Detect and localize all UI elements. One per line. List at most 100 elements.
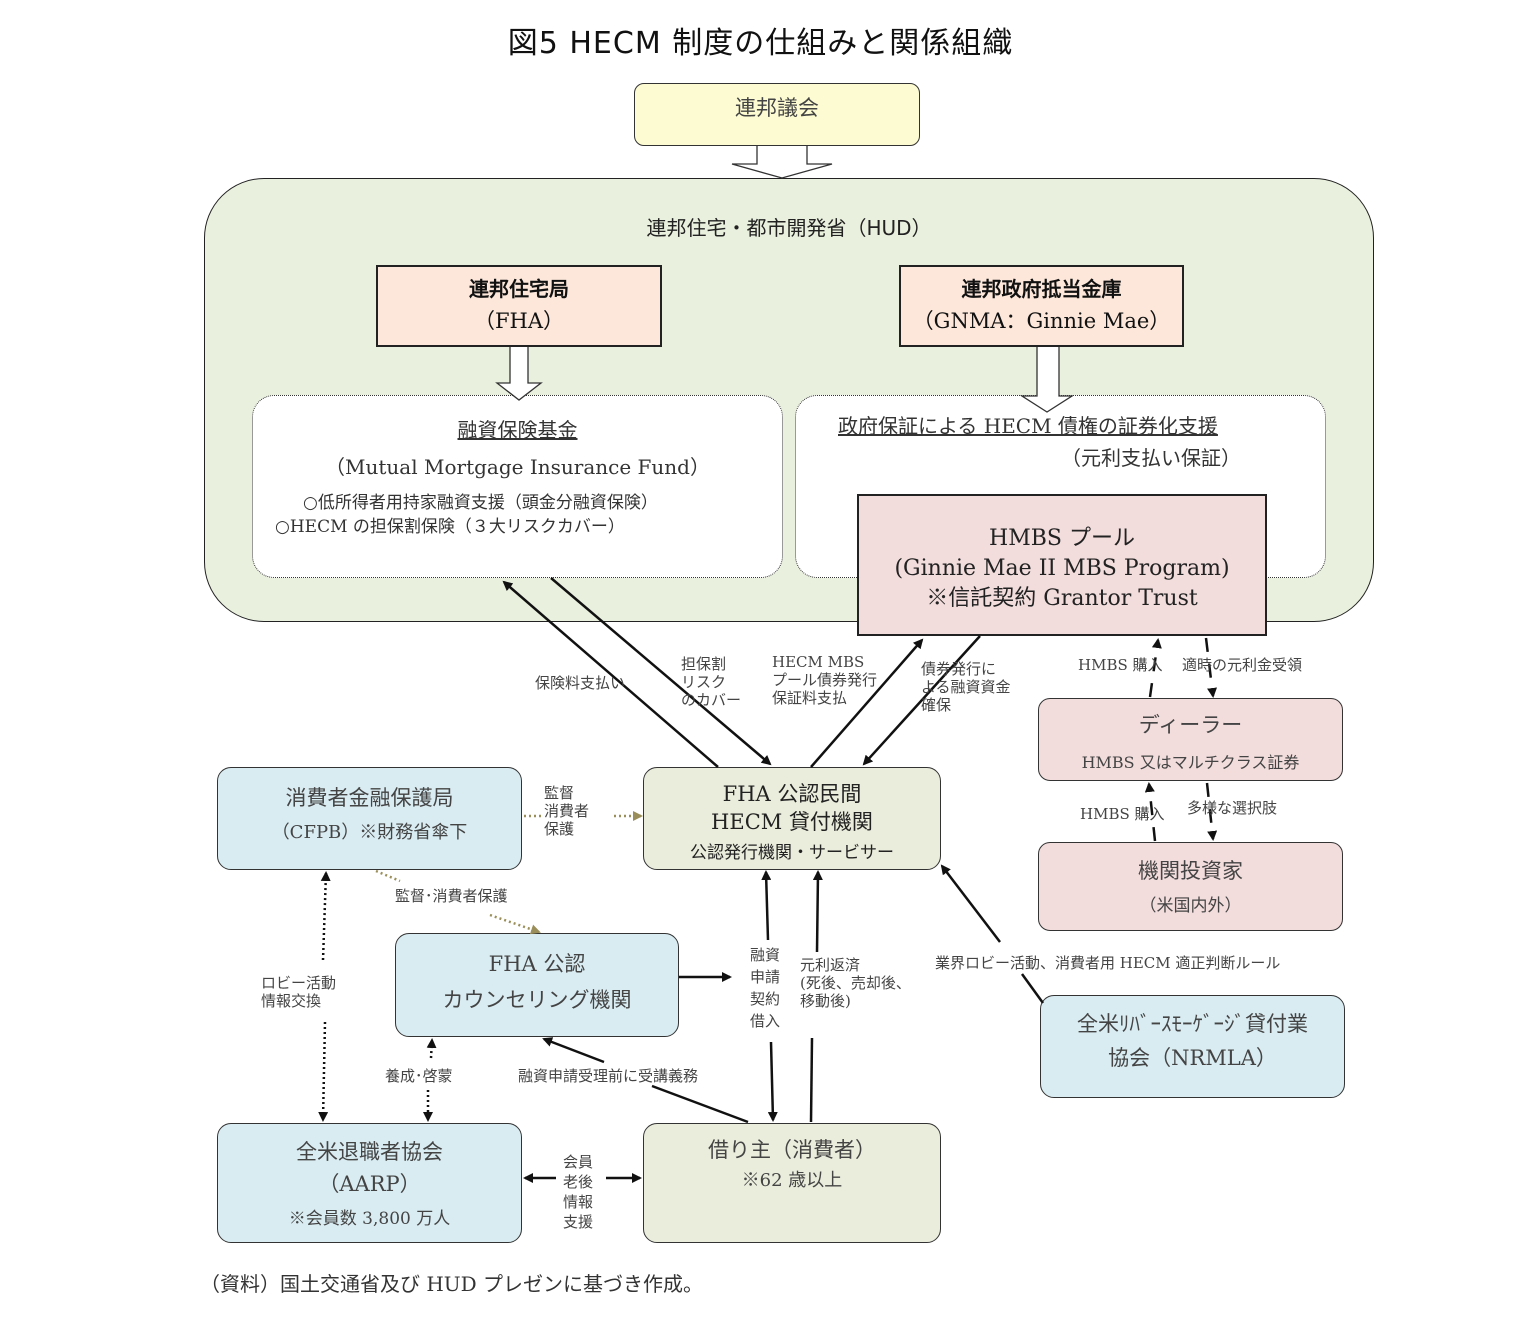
lobby-info-label-line: 情報交換 xyxy=(261,992,322,1010)
member-support-label-line: 情報 xyxy=(563,1193,594,1211)
repay-label-line: (死後、売却後、 xyxy=(800,974,911,992)
lobby-info-label-line: ロビー活動 xyxy=(261,974,337,992)
cfpb-box: 消費者金融保護局 （CFPB）※財務省傘下 xyxy=(217,767,522,870)
mmif-english: （Mutual Mortgage Insurance Fund） xyxy=(325,455,710,479)
dealer-box: ディーラー HMBS 又はマルチクラス証券 xyxy=(1038,698,1343,781)
mmif-item-2: ○HECM の担保割保険（３大リスクカバー） xyxy=(275,517,625,537)
counseling-line2: カウンセリング機関 xyxy=(442,988,632,1012)
funding-label: 債券発行に よる融資資金 確保 xyxy=(921,660,1011,714)
loan-apply-arrow-down xyxy=(767,1041,778,1122)
loan-apply-label-line: 契約 xyxy=(750,990,781,1008)
repay-arrow-upper xyxy=(812,870,823,953)
gnma-abbr: （GNMA：Ginnie Mae） xyxy=(912,309,1171,333)
member-support-label-line: 老後 xyxy=(563,1173,594,1191)
lender-line3: 公認発行機関・サービサー xyxy=(690,843,894,863)
cfpb-line2: （CFPB）※財務省傘下 xyxy=(271,822,468,843)
risk-cover-label-line: 担保割 xyxy=(681,655,727,673)
risk-cover-label-line: リスク xyxy=(681,673,727,691)
dealer-sub: HMBS 又はマルチクラス証券 xyxy=(1081,753,1300,772)
securitization-title: 政府保証による HECM 債権の証券化支援 xyxy=(838,414,1218,438)
cfpb-to-counsel-arrow xyxy=(375,869,401,883)
counseling-box: FHA 公認 カウンセリング機関 xyxy=(395,933,679,1037)
borrower-box: 借り主（消費者） ※62 歳以上 xyxy=(643,1123,941,1243)
fha-name: 連邦住宅局 xyxy=(469,277,569,301)
risk-cover-arrow xyxy=(550,577,772,766)
cfpb-lender-label-line: 保護 xyxy=(544,820,575,838)
counsel-required-arrow xyxy=(651,1084,749,1124)
repay-label-line: 移動後) xyxy=(800,992,851,1010)
loan-apply-arrow-up xyxy=(761,870,772,941)
cfpb-lender-label-line: 監督 xyxy=(544,784,575,802)
premium-label: 保険料支払い xyxy=(535,674,626,692)
nrmla-to-lender-arrow xyxy=(1020,973,1045,1004)
guarantee-fee-arrow xyxy=(810,638,924,768)
funding-label-line: 債券発行に xyxy=(921,660,997,678)
aarp-line3: ※会員数 3,800 万人 xyxy=(288,1209,451,1229)
dealer-name: ディーラー xyxy=(1138,713,1243,737)
borrower-line1: 借り主（消費者） xyxy=(708,1138,876,1162)
investor-name: 機関投資家 xyxy=(1138,859,1243,883)
gnma-name: 連邦政府抵当金庫 xyxy=(961,277,1122,301)
cfpb-lender-label-line: 消費者 xyxy=(544,802,590,820)
lobby-info-label: ロビー活動 情報交換 xyxy=(261,974,336,1010)
training-label: 養成･啓蒙 xyxy=(385,1067,453,1085)
fha-box: 連邦住宅局 （FHA） xyxy=(376,265,662,347)
aarp-box: 全米退職者協会 （AARP） ※会員数 3,800 万人 xyxy=(217,1123,522,1243)
cfpb-lender-label: 監督 消費者 保護 xyxy=(544,784,589,838)
guarantee-fee-label-line: プール債券発行 xyxy=(772,671,878,689)
industry-lobby-label: 業界ロビー活動、消費者用 HECM 適正判断ルール xyxy=(935,954,1281,972)
member-support-label-line: 支援 xyxy=(563,1213,594,1231)
funding-label-line: よる融資資金 xyxy=(921,678,1011,696)
repay-label-line: 元利返済 xyxy=(800,956,861,974)
loan-apply-label-line: 借入 xyxy=(750,1012,781,1030)
source-note: （資料）国土交通省及び HUD プレゼンに基づき作成。 xyxy=(200,1272,704,1296)
hmbs-pool-box: HMBS プール (Ginnie Mae II MBS Program) ※信託… xyxy=(857,494,1267,636)
cfpb-line1: 消費者金融保護局 xyxy=(285,786,454,810)
mmif-title: 融資保険基金 xyxy=(457,418,578,442)
loan-apply-label-line: 申請 xyxy=(750,968,781,986)
loan-apply-label: 融資 申請 契約 借入 xyxy=(750,944,780,1032)
funding-label-line: 確保 xyxy=(921,696,952,714)
investor-choice-arrow xyxy=(1205,782,1218,841)
repay-label: 元利返済 (死後、売却後、 移動後) xyxy=(800,956,911,1010)
diagram-title: 図5 HECM 制度の仕組みと関係組織 xyxy=(507,26,1014,61)
gnma-to-securitization-arrow xyxy=(1019,347,1075,413)
gnma-box: 連邦政府抵当金庫 （GNMA：Ginnie Mae） xyxy=(899,265,1184,347)
diverse-choice-label: 多様な選択肢 xyxy=(1187,799,1278,817)
nrmla-line1: 全米ﾘﾊﾞｰｽﾓｰｹﾞｰｼﾞ貸付業 xyxy=(1077,1012,1308,1036)
hud-label: 連邦住宅・都市開発省（HUD） xyxy=(646,216,932,240)
repay-arrow-lower xyxy=(809,1037,814,1123)
fha-abbr: （FHA） xyxy=(473,309,565,333)
securitization-subtitle: （元利支払い保証） xyxy=(1061,446,1241,470)
investor-sub: （米国内外） xyxy=(1139,896,1242,916)
borrower-line2: ※62 歳以上 xyxy=(741,1170,843,1191)
fha-to-mmif-arrow xyxy=(495,347,543,401)
hmbs-pool-line2: (Ginnie Mae II MBS Program) xyxy=(894,556,1230,581)
lender-line1: FHA 公認民間 xyxy=(722,782,862,806)
nrmla-line2: 協会（NRMLA） xyxy=(1108,1046,1277,1070)
loan-apply-label-line: 融資 xyxy=(750,946,781,964)
guarantee-fee-label: HECM MBS プール債券発行 保証料支払 xyxy=(772,653,877,707)
cfpb-counsel-label: 監督･消費者保護 xyxy=(395,887,508,905)
guarantee-fee-label-line: HECM MBS xyxy=(772,653,865,671)
cfpb-aarp-lobby-arrow xyxy=(320,871,331,961)
hmbs-pool-line3: ※信託契約 Grantor Trust xyxy=(926,586,1198,611)
congress-label: 連邦議会 xyxy=(735,96,819,120)
mmif-box: 融資保険基金 （Mutual Mortgage Insurance Fund） … xyxy=(252,395,783,578)
member-support-label: 会員 老後 情報 支援 xyxy=(563,1152,593,1232)
aarp-line2: （AARP） xyxy=(318,1172,421,1196)
funding-arrow xyxy=(862,635,981,766)
counsel-aarp-training-arrow xyxy=(426,1038,437,1059)
investor-box: 機関投資家 （米国内外） xyxy=(1038,842,1343,931)
hmbs-buy-bottom-label: HMBS 購入 xyxy=(1080,805,1165,823)
timely-pi-label: 適時の元利金受領 xyxy=(1182,656,1303,674)
aarp-line1: 全米退職者協会 xyxy=(296,1140,443,1164)
mmif-item-1: ○低所得者用持家融資支援（頭金分融資保険） xyxy=(303,493,658,513)
counsel-required-label: 融資申請受理前に受講義務 xyxy=(518,1067,699,1085)
hmbs-pool-line1: HMBS プール xyxy=(989,526,1135,551)
nrmla-box: 全米ﾘﾊﾞｰｽﾓｰｹﾞｰｼﾞ貸付業 協会（NRMLA） xyxy=(1040,995,1345,1098)
risk-cover-label: 担保割 リスク のカバー xyxy=(681,655,741,709)
risk-cover-label-line: のカバー xyxy=(681,691,742,709)
lender-box: FHA 公認民間 HECM 貸付機関 公認発行機関・サービサー xyxy=(643,767,941,870)
